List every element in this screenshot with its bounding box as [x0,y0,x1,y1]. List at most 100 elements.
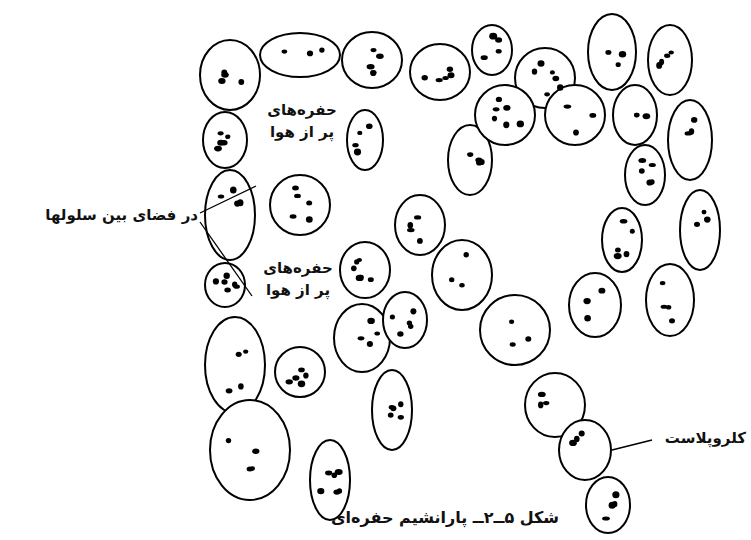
chloroplast-dot [286,379,293,384]
chloroplast-dot [224,273,230,280]
chloroplast-dot [376,54,384,59]
chloroplast-dot [252,449,259,454]
chloroplast-dot [616,62,621,67]
parenchyma-cell [668,100,712,180]
chloroplast-dot [532,68,537,74]
chloroplast-dot [238,383,244,389]
chloroplast-dot [589,113,596,118]
chloroplast-dot [422,75,428,80]
chloroplast-dot [579,431,585,437]
chloroplast-label: کلروپلاست [654,428,746,450]
chloroplast-dot [564,105,572,109]
chloroplast-dot [298,368,305,373]
chloroplast-dot [224,288,231,293]
chloroplast-dot [639,168,645,173]
chloroplast-dot [370,70,376,76]
chloroplast-dot [614,253,622,259]
chloroplast-dot [685,131,692,135]
chloroplast-dot [442,76,448,80]
chloroplast-dot [226,438,231,443]
chloroplast-dot [307,51,313,57]
chloroplast-dot [543,401,549,405]
chloroplast-dot [366,123,373,129]
chloroplast-dot [354,149,361,156]
chloroplast-dot [325,471,332,476]
chloroplast-dot [495,37,502,43]
chloroplast-dot [447,67,453,72]
chloroplast-dot [236,352,242,357]
chloroplast-dot [436,78,443,82]
parenchyma-cell [205,263,245,307]
parenchyma-cell [648,25,692,95]
chloroplast-dot [598,288,605,294]
chloroplast-dot [479,159,485,165]
chloroplast-dot [388,412,394,417]
chloroplast-dot [583,298,590,304]
parenchyma-cell [347,110,383,170]
intercellular-label: در فضای بین سلولها [5,205,198,227]
chloroplast-dot [226,388,233,393]
chloroplast-dot [459,283,464,287]
leader-line [612,440,652,450]
chloroplast-dot [367,64,375,69]
parenchyma-cell [205,317,265,413]
parenchyma-cell [200,40,260,110]
parenchyma-cell [372,370,412,450]
chloroplast-dot [292,185,299,190]
parenchyma-cell [270,175,330,235]
parenchyma-cell [680,190,720,270]
parenchyma-cell [340,242,390,298]
chloroplast-dot [573,129,579,135]
parenchyma-cell [260,33,340,77]
chloroplast-dot [234,201,240,207]
chloroplast-dot [649,163,656,167]
chloroplast-dot [414,215,421,219]
chloroplast-dot [656,62,662,69]
parenchyma-cell [586,477,630,533]
chloroplast-dot [371,48,377,52]
chloroplast-dot [218,131,224,135]
chloroplast-dot [298,380,306,387]
parenchyma-cell [545,85,605,145]
chloroplast-dot [294,194,301,198]
parenchyma-cell [625,145,665,205]
parenchyma-cell [395,195,445,255]
chloroplast-dot [493,107,500,111]
chloroplast-dot [367,341,373,347]
leader-line [200,222,252,296]
chloroplast-dot [669,318,675,323]
chloroplast-dot [449,277,454,282]
chloroplast-dot [550,70,555,74]
chloroplast-dot [408,222,414,228]
chloroplast-dot [605,50,611,55]
chloroplast-dot [306,200,312,205]
chloroplast-dot [335,469,343,475]
chloroplast-dot [661,305,668,309]
chloroplast-dot [624,251,630,257]
chloroplast-dot [356,275,364,281]
parenchyma-cell [432,240,492,310]
parenchyma-cell [342,32,402,88]
chloroplast-dot [214,146,222,152]
parenchyma-cell [203,112,247,168]
chloroplast-dot [496,49,502,54]
chloroplast-dot [702,210,707,215]
figure-caption: شکل ۵ــ۲ــ پارانشیم حفره‌ای [331,508,559,527]
parenchyma-cell [569,273,621,337]
chloroplast-dot [496,97,502,102]
chloroplast-dot [306,216,313,222]
chloroplast-dot [417,238,423,244]
chloroplast-dot [612,501,617,507]
chloroplast-dot [638,158,646,163]
chloroplast-dot [643,113,651,119]
leader-line [200,186,256,213]
chloroplast-dot [634,113,639,118]
chloroplast-dot [398,415,404,420]
chloroplast-dot [612,491,619,498]
chloroplast-dot [646,179,653,185]
chloroplast-dot [634,113,640,118]
chloroplast-dot [660,281,666,285]
chloroplast-dot [374,331,380,335]
parenchyma-cell [383,292,427,348]
chloroplast-dot [481,55,488,60]
